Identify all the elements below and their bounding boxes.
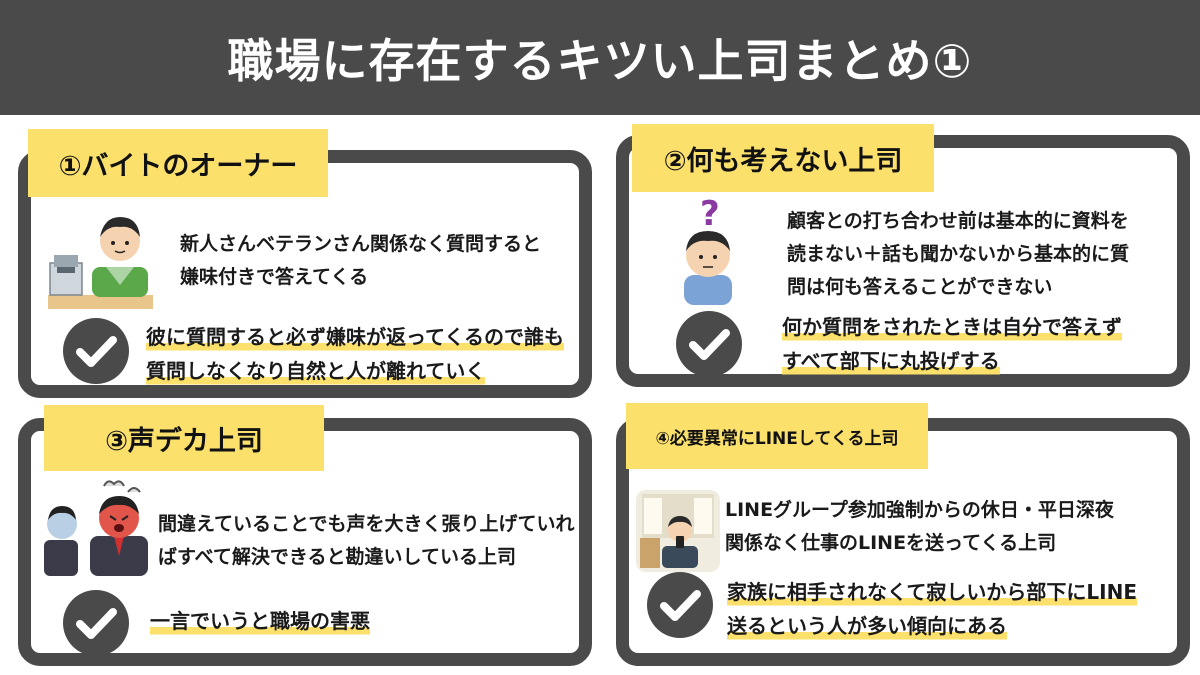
page-title: 職場に存在するキツい上司まとめ① bbox=[227, 33, 973, 88]
angry-boss-illustration bbox=[42, 478, 154, 582]
card-tag: ①バイトのオーナー bbox=[28, 129, 328, 197]
card-conclusion: 家族に相手されなくて寂しいから部下にLINE 送るという人が多い傾向にある bbox=[727, 575, 1137, 643]
card-conclusion: 何か質問をされたときは自分で答えず すべて部下に丸投げする bbox=[782, 310, 1122, 378]
card-conclusion: 一言でいうと職場の害悪 bbox=[150, 604, 370, 638]
card-description: LINEグループ参加強制からの休日・平日深夜 関係なく仕事のLINEを送ってくる… bbox=[725, 499, 1114, 554]
card-tag: ②何も考えない上司 bbox=[632, 124, 934, 192]
card-description: 新人さんベテランさん関係なく質問すると 嫌味付きで答えてくる bbox=[180, 233, 542, 288]
card-description: 間違えていることでも声を大きく張り上げていれ ばすべて解決できると勘違いしている… bbox=[158, 513, 575, 568]
check-icon bbox=[676, 311, 742, 377]
check-icon bbox=[63, 590, 129, 656]
svg-text:?: ? bbox=[700, 194, 720, 234]
card-tag: ③声デカ上司 bbox=[44, 405, 324, 471]
card-description: 顧客との打ち合わせ前は基本的に資料を 読まない＋話も聞かないから基本的に質 問は… bbox=[787, 210, 1130, 298]
cashier-illustration bbox=[48, 205, 153, 314]
phone-user-illustration bbox=[636, 490, 720, 576]
check-icon bbox=[63, 318, 129, 384]
card-tag: ④必要異常にLINEしてくる上司 bbox=[626, 403, 928, 469]
card-conclusion: 彼に質問すると必ず嫌味が返ってくるので誰も 質問しなくなり自然と人が離れていく bbox=[146, 320, 564, 388]
confused-man-illustration: ? bbox=[672, 193, 744, 312]
header-bar: 職場に存在するキツい上司まとめ① bbox=[0, 0, 1200, 115]
check-icon bbox=[647, 572, 713, 638]
